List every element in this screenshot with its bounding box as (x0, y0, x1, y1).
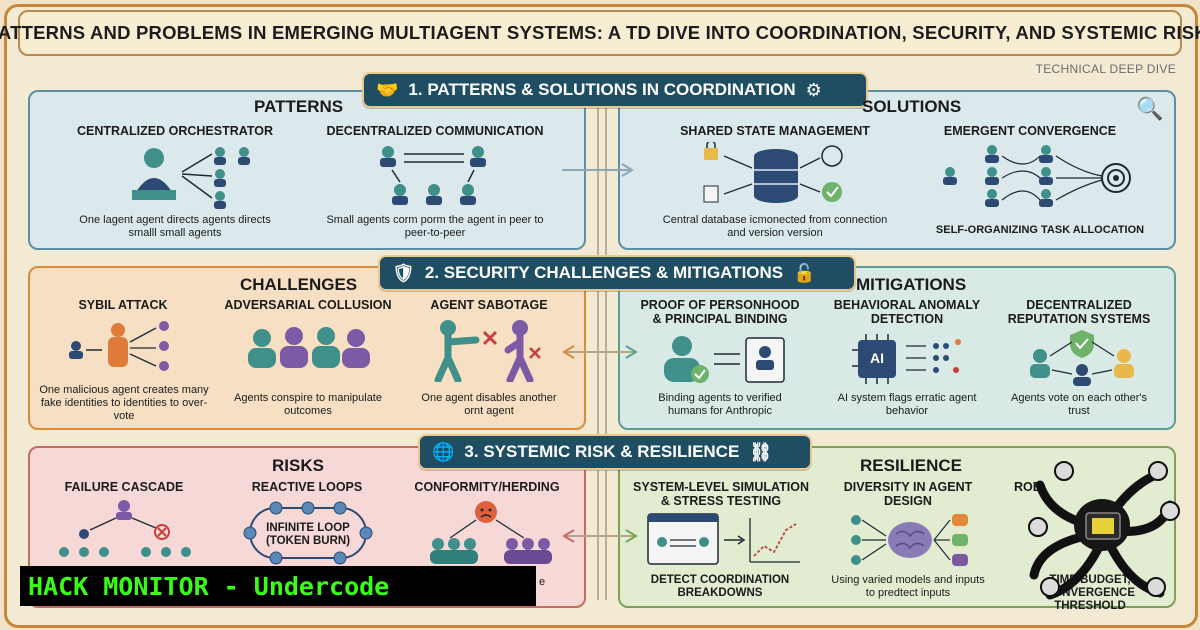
item-caption: One lagent agent directs agents directs … (79, 214, 271, 239)
sybil-diagram (69, 321, 169, 371)
poster-title: ‘PATTERNS AND PROBLEMS IN EMERGING MULTI… (0, 10, 1200, 56)
flow-arrow (562, 163, 634, 177)
item-title: DECENTRALIZED COMMUNICATION (326, 124, 544, 138)
item-title: CONFORMITY/HERDING (414, 480, 560, 494)
reputation-diagram (1030, 330, 1134, 386)
bidirectional-arrow (562, 529, 638, 543)
gear-icon: ⚙ (805, 79, 822, 100)
orchestrator-diagram (132, 147, 250, 209)
solutions-title: SOLUTIONS (862, 97, 962, 116)
item-caption: DETECT COORDINATION BREAKDOWNS (650, 574, 790, 599)
simulation-diagram (647, 513, 800, 565)
item-title: EMERGENT CONVERGENCE (943, 124, 1117, 138)
challenges-panel (28, 266, 586, 430)
anomaly-diagram (852, 334, 961, 384)
center-divider (597, 100, 607, 600)
challenges-title: CHALLENGES (240, 275, 358, 294)
item-title: SYSTEM-LEVEL SIMULATION & STRESS TESTING (633, 480, 809, 508)
subtag: TECHNICAL DEEP DIVE (1035, 62, 1176, 76)
mitigations-title: MITIGATIONS (856, 275, 967, 294)
item-title-partial: ROB (1014, 480, 1042, 494)
section-2-title: 2. SECURITY CHALLENGES & MITIGATIONS (424, 263, 784, 282)
section-1-header: 🤝 1. PATTERNS & SOLUTIONS IN COORDINATIO… (362, 72, 868, 108)
section-2-header: 🛡 2. SECURITY CHALLENGES & MITIGATIONS 🔓 (378, 255, 856, 291)
risks-title: RISKS (272, 456, 324, 475)
chain-link-icon: ⛓ (749, 441, 773, 462)
item-caption: Agents conspire to manipulate outcomes (234, 392, 382, 417)
database-diagram (703, 142, 843, 203)
item-caption: One agent disables another ornt agent (421, 392, 557, 417)
resilience-title: RESILIENCE (860, 456, 963, 475)
section-3-title: 3. SYSTEMIC RISK & RESILIENCE (464, 442, 740, 461)
item-title: CENTRALIZED ORCHESTRATOR (76, 124, 274, 138)
mitigations-panel (618, 266, 1176, 430)
item-caption: Small agents corm porm the agent in peer… (326, 214, 544, 239)
convergence-diagram (943, 145, 1131, 207)
magnifier-icon: 🔍 (1136, 96, 1164, 121)
item-title: PROOF OF PERSONHOOD & PRINCIPAL BINDING (640, 298, 800, 326)
handshake-icon: 🤝 (376, 79, 399, 100)
sabotage-diagram (434, 320, 541, 382)
herding-diagram (430, 501, 552, 564)
item-title: DECENTRALIZED REPUTATION SYSTEMS (1007, 298, 1151, 326)
item-caption: Agents vote on each other's trust (1010, 392, 1148, 417)
globe-icon: 🌐 (432, 441, 455, 462)
item-caption: Binding agents to verified humans for An… (658, 392, 782, 417)
item-title: REACTIVE LOOPS (251, 480, 363, 494)
item-caption: AI system flags erratic agent behavior (837, 392, 977, 417)
ai-chip-label: AI (870, 350, 884, 366)
section-1-title: 1. PATTERNS & SOLUTIONS IN COORDINATION (408, 80, 796, 99)
loop-label: INFINITE LOOP (TOKEN BURN) (265, 522, 351, 547)
item-caption: Using varied models and inputs to predte… (831, 574, 985, 599)
bidirectional-arrow (562, 345, 638, 359)
item-title: AGENT SABOTAGE (430, 298, 548, 312)
item-title: BEHAVIORAL ANOMALY DETECTION (833, 298, 981, 326)
item-title: FAILURE CASCADE (64, 480, 184, 494)
diversity-diagram (851, 514, 968, 566)
item-title: SYBIL ATTACK (78, 298, 168, 312)
personhood-diagram (664, 336, 785, 383)
peer-network-diagram (380, 146, 486, 205)
section-3-header: 🌐 3. SYSTEMIC RISK & RESILIENCE ⛓ (418, 434, 812, 470)
watermark-banner: HACK MONITOR - Undercode (20, 566, 536, 606)
item-caption: One malicious agent creates many fake id… (39, 384, 209, 422)
item-title: SHARED STATE MANAGEMENT (680, 124, 870, 138)
robot-octopus-logo (1028, 461, 1180, 600)
item-title: ADVERSARIAL COLLUSION (224, 298, 392, 312)
item-caption: e (538, 576, 546, 588)
shield-icon: 🛡 (392, 262, 415, 283)
loop-diagram (243, 501, 373, 565)
patterns-title: PATTERNS (254, 97, 344, 116)
cascade-diagram (59, 500, 191, 557)
collusion-diagram (248, 327, 370, 368)
unlock-icon: 🔓 (793, 262, 816, 283)
item-caption: SELF-ORGANIZING TASK ALLOCATION (935, 224, 1145, 236)
item-caption: Central database icmonected from connect… (662, 214, 888, 239)
patterns-panel (28, 90, 586, 250)
item-title: DIVERSITY IN AGENT DESIGN (843, 480, 973, 508)
